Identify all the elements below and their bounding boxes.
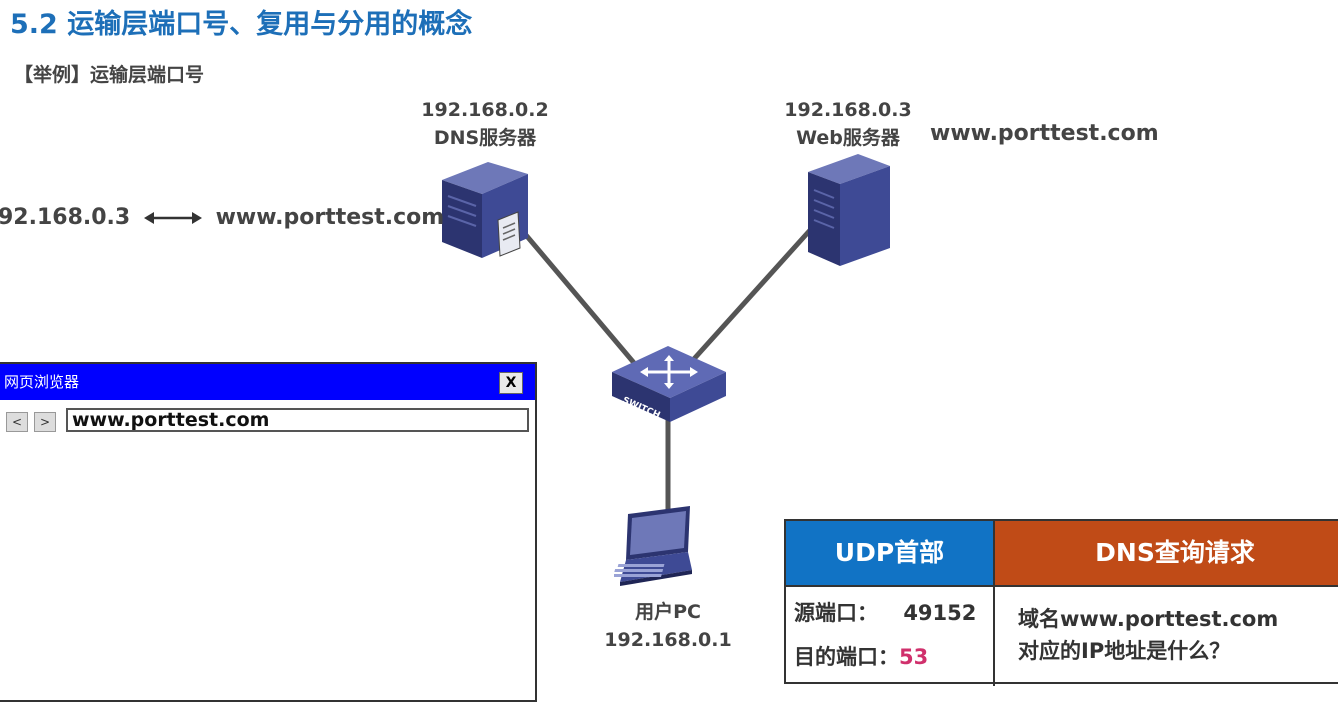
link-web-switch: [682, 226, 814, 372]
table-divider-horizontal: [786, 585, 1338, 587]
src-port-label: 源端口：: [794, 601, 878, 625]
browser-title: 网页浏览器: [4, 373, 80, 391]
page-subtitle: 【举例】运输层端口号: [14, 64, 205, 86]
web-server-name: Web服务器: [796, 127, 900, 149]
table-divider-vertical: [993, 521, 995, 686]
dns-query-line2: 对应的IP地址是什么？: [1018, 639, 1231, 663]
dns-server-name: DNS服务器: [433, 127, 537, 149]
address-input[interactable]: www.porttest.com: [66, 408, 529, 432]
user-pc-label: 用户PC 192.168.0.1: [588, 598, 748, 654]
dns-request-title: DNS查询请求: [995, 521, 1338, 585]
mapping-ip: 92.168.0.3: [0, 205, 131, 230]
browser-window: 网页浏览器 X < > www.porttest.com: [0, 362, 537, 702]
dst-port-label: 目的端口：: [794, 645, 899, 669]
browser-navbar: < > www.porttest.com: [0, 408, 529, 436]
web-server-domain: www.porttest.com: [930, 121, 1159, 146]
web-server-label: 192.168.0.3 Web服务器: [768, 96, 928, 152]
link-dns-switch: [518, 226, 642, 372]
dns-mapping: 92.168.0.3 www.porttest.com: [0, 205, 444, 230]
forward-button[interactable]: >: [34, 412, 56, 432]
dns-query-line1: 域名www.porttest.com: [1018, 607, 1279, 631]
user-pc-name: 用户PC: [635, 601, 701, 623]
user-pc-ip: 192.168.0.1: [604, 629, 732, 651]
src-port-value: 49152: [903, 601, 977, 625]
udp-header-title: UDP首部: [786, 521, 993, 585]
double-arrow-icon: [143, 212, 202, 224]
mapping-domain: www.porttest.com: [215, 205, 445, 230]
close-button[interactable]: X: [499, 372, 523, 394]
network-links: [518, 226, 814, 515]
dns-server-ip: 192.168.0.2: [421, 99, 549, 121]
dns-server-icon: [442, 162, 528, 258]
dst-port-row: 目的端口：53: [794, 641, 928, 671]
web-server-ip: 192.168.0.3: [784, 99, 912, 121]
browser-titlebar: 网页浏览器 X: [0, 364, 535, 400]
dst-port-value: 53: [899, 645, 929, 669]
page-title: 5.2 运输层端口号、复用与分用的概念: [10, 9, 473, 40]
dns-server-label: 192.168.0.2 DNS服务器: [400, 96, 570, 152]
laptop-icon: [614, 506, 692, 586]
back-button[interactable]: <: [6, 412, 28, 432]
udp-message-table: UDP首部 DNS查询请求 源端口： 49152 目的端口：53 域名www.p…: [784, 519, 1338, 686]
web-server-icon: [808, 154, 890, 266]
src-port-row: 源端口： 49152: [794, 597, 976, 627]
switch-icon: SWITCH: [612, 346, 726, 422]
